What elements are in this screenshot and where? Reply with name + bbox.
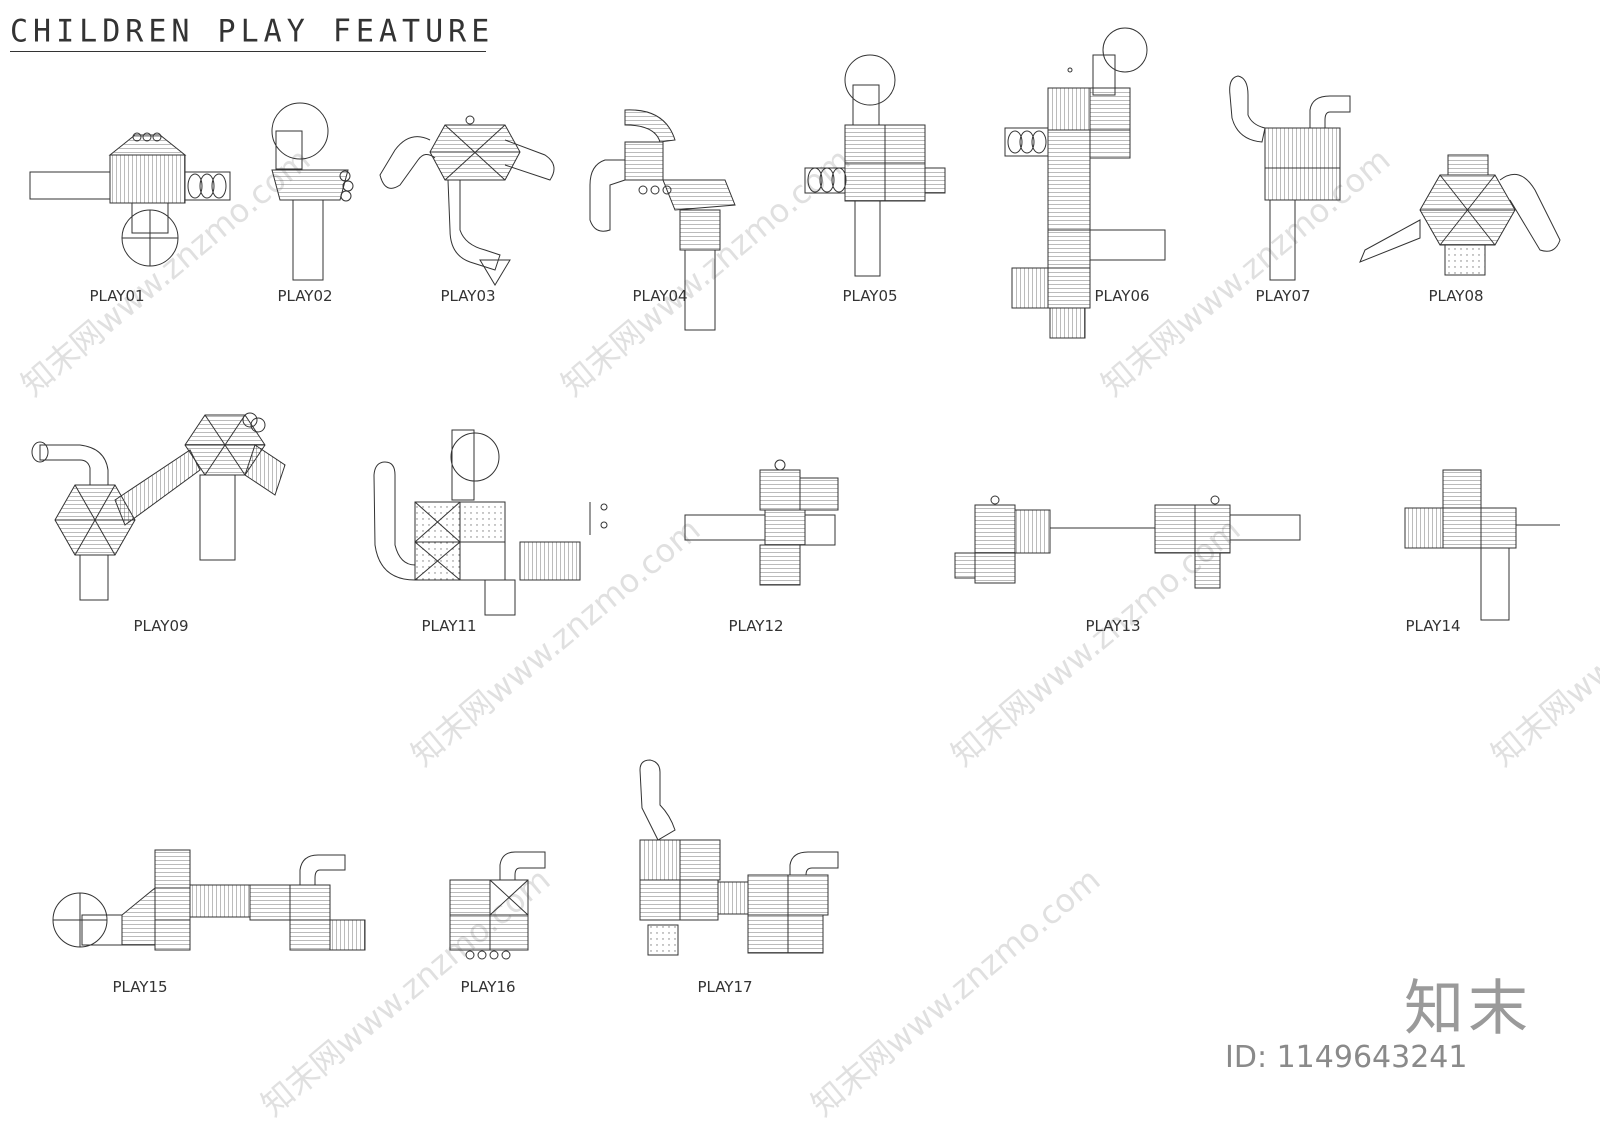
play12-plan xyxy=(684,459,839,586)
label-play07: PLAY07 xyxy=(1255,287,1311,305)
play15-plan xyxy=(52,849,366,951)
play05-plan xyxy=(804,54,946,277)
label-play08: PLAY08 xyxy=(1428,287,1484,305)
play14-plan xyxy=(1404,469,1560,621)
label-play03: PLAY03 xyxy=(440,287,496,305)
drawing-title: CHILDREN PLAY FEATURE xyxy=(10,13,495,50)
play04-plan xyxy=(589,109,736,331)
play06-plan xyxy=(1004,27,1166,339)
play03-plan xyxy=(379,115,555,286)
label-play17: PLAY17 xyxy=(697,978,753,996)
play09-plan xyxy=(31,412,286,601)
label-play04: PLAY04 xyxy=(632,287,688,305)
drawing-canvas: 知末网www.znzmo.com 知末网www.znzmo.com 知末网www… xyxy=(10,13,1600,1124)
play08-plan xyxy=(1359,154,1561,276)
play07-plan xyxy=(1229,75,1351,281)
title-underline xyxy=(10,51,486,52)
play13-plan xyxy=(954,495,1301,589)
play01-plan xyxy=(29,132,231,267)
site-logo: 知末 xyxy=(1404,974,1532,1044)
label-play16: PLAY16 xyxy=(460,978,516,996)
play17-plan xyxy=(639,759,839,956)
play16-plan xyxy=(449,851,546,960)
label-play14: PLAY14 xyxy=(1405,617,1461,635)
label-play13: PLAY13 xyxy=(1085,617,1141,635)
label-play11: PLAY11 xyxy=(421,617,477,635)
label-play01: PLAY01 xyxy=(89,287,145,305)
label-play15: PLAY15 xyxy=(112,978,168,996)
label-play02: PLAY02 xyxy=(277,287,333,305)
image-id-text: ID: 1149643241 xyxy=(1225,1040,1468,1075)
label-play12: PLAY12 xyxy=(728,617,784,635)
play-plans-svg xyxy=(29,27,1561,960)
play11-plan xyxy=(373,429,608,616)
label-play06: PLAY06 xyxy=(1094,287,1150,305)
play02-plan xyxy=(271,102,354,281)
label-play05: PLAY05 xyxy=(842,287,898,305)
label-play09: PLAY09 xyxy=(133,617,189,635)
